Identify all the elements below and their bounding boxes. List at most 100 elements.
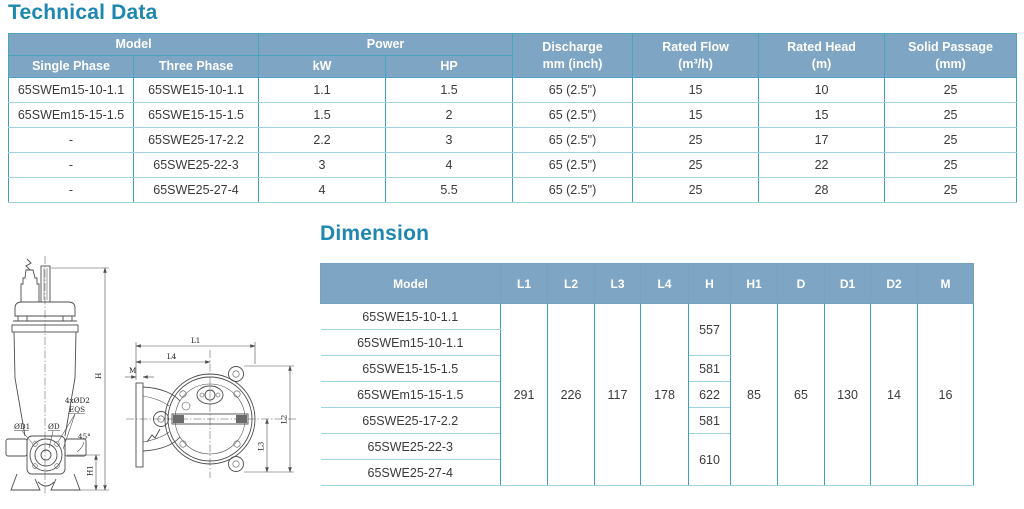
kw-cell: 1.5 <box>258 102 387 128</box>
pump-outline <box>5 256 87 496</box>
table-row: - 65SWE25-22-3 3 4 65 (2.5") 25 22 25 <box>8 152 1018 178</box>
discharge-cell: 65 (2.5") <box>512 177 634 203</box>
single-phase-cell: - <box>8 152 134 178</box>
table-row: 65SWE25-17-2.2 581 <box>320 407 974 434</box>
rated-flow-cell: 15 <box>632 102 760 128</box>
model-cell: 65SWEm15-15-1.5 <box>320 381 501 408</box>
l3-cell: 117 <box>594 303 641 486</box>
l1-dim-label: L1 <box>191 336 200 345</box>
bolt-hole <box>179 390 187 398</box>
bolt-hole <box>32 441 38 447</box>
d-dim-label: ØD <box>48 422 60 431</box>
dim-h-header: H <box>688 263 731 304</box>
pump-side-view-drawing: H H1 4xØD2 EQS ØD1 ØD 45° <box>5 256 109 496</box>
mounting-lug <box>153 411 169 427</box>
dim-header-row: Model L1 L2 L3 L4 H H1 D D1 D2 M <box>320 263 974 304</box>
rated-flow-cell: 15 <box>632 77 760 103</box>
table-row: - 65SWE25-27-4 4 5.5 65 (2.5") 25 28 25 <box>8 177 1018 203</box>
single-phase-cell: - <box>8 177 134 203</box>
hp-cell: 5.5 <box>385 177 514 203</box>
rated-head-cell: 15 <box>758 102 886 128</box>
solid-passage-cell: 25 <box>884 152 1018 178</box>
bolt-hole <box>32 463 38 469</box>
volute-dimensions: L1 L4 M L2 L3 <box>125 336 294 473</box>
mounting-lug <box>228 366 244 382</box>
h-cell: 581 <box>688 355 731 382</box>
discharge-flange <box>26 435 66 475</box>
bolt-hole <box>54 441 60 447</box>
bolt-hole <box>233 440 241 448</box>
three-phase-cell: 65SWE25-22-3 <box>132 152 260 178</box>
rated-flow-header: Rated Flow (m³/h) <box>632 33 760 78</box>
surface-mark <box>146 428 161 443</box>
rated-head-cell: 28 <box>758 177 886 203</box>
table-row: 65SWEm15-15-1.5 65SWE15-15-1.5 1.5 2 65 … <box>8 102 1018 128</box>
h-cell: 622 <box>688 381 731 408</box>
solid-passage-header: Solid Passage (mm) <box>884 33 1018 78</box>
dimension-table: Model L1 L2 L3 L4 H H1 D D1 D2 M 65SWE15… <box>320 263 974 486</box>
volute-outline <box>126 350 298 478</box>
tech-header-row-2: Single Phase Three Phase kW HP <box>8 55 1017 78</box>
table-row: 65SWEm15-10-1.1 65SWE15-10-1.1 1.1 1.5 6… <box>8 77 1018 103</box>
hp-cell: 1.5 <box>385 77 514 103</box>
mounting-lug <box>228 456 244 472</box>
l2-cell: 226 <box>547 303 595 486</box>
hp-cell: 3 <box>385 127 514 153</box>
table-row: - 65SWE25-17-2.2 2.2 3 65 (2.5") 25 17 2… <box>8 127 1018 153</box>
cable-boss <box>196 385 224 405</box>
solid-passage-cell: 25 <box>884 77 1018 103</box>
model-cell: 65SWE25-27-4 <box>320 459 501 486</box>
h-dim-label: H <box>94 373 103 379</box>
model-cell: 65SWE25-22-3 <box>320 433 501 460</box>
power-group-header: Power <box>258 33 514 56</box>
h-cell: 581 <box>688 407 731 434</box>
rated-head-cell: 10 <box>758 77 886 103</box>
kw-header: kW <box>258 55 387 78</box>
l2-dim-label: L2 <box>280 415 289 424</box>
dim-l2-header: L2 <box>547 263 595 304</box>
cable-gland <box>20 269 40 303</box>
bolt-hole <box>179 440 187 448</box>
model-group-header: Model <box>7 33 260 56</box>
three-phase-cell: 65SWE15-15-1.5 <box>132 102 260 128</box>
solid-passage-cell: 25 <box>884 102 1018 128</box>
dimension-title: Dimension <box>320 222 430 245</box>
solid-passage-cell: 25 <box>884 127 1018 153</box>
hp-cell: 4 <box>385 152 514 178</box>
hp-header: HP <box>385 55 514 78</box>
d2-cell: 14 <box>870 303 918 486</box>
suction-flange <box>135 382 144 468</box>
rated-flow-cell: 25 <box>632 127 760 153</box>
rated-flow-cell: 25 <box>632 177 760 203</box>
bar-end-block <box>173 415 184 423</box>
kw-cell: 3 <box>258 152 387 178</box>
l3-dim-label: L3 <box>257 441 266 451</box>
angle-label: 45° <box>78 432 91 441</box>
rated-flow-cell: 25 <box>632 152 760 178</box>
three-phase-cell: 65SWE15-10-1.1 <box>132 77 260 103</box>
three-phase-header: Three Phase <box>132 55 260 78</box>
three-phase-cell: 65SWE25-27-4 <box>132 177 260 203</box>
left-foot <box>5 438 28 457</box>
lifting-handle <box>40 265 51 303</box>
dim-d2-header: D2 <box>870 263 918 304</box>
single-phase-cell: 65SWEm15-10-1.1 <box>8 77 134 103</box>
discharge-cell: 65 (2.5") <box>512 152 634 178</box>
rated-head-header: Rated Head (m) <box>758 33 886 78</box>
cable-wire <box>25 258 32 271</box>
pump-dimensions: H H1 4xØD2 EQS ØD1 ØD 45° <box>14 267 109 491</box>
bar-end-block <box>236 415 247 423</box>
d2-dim-label: 4xØD2 <box>65 396 90 405</box>
single-phase-cell: - <box>8 127 134 153</box>
rated-head-cell: 22 <box>758 152 886 178</box>
right-leg <box>50 473 81 491</box>
solid-passage-cell: 25 <box>884 177 1018 203</box>
discharge-cell: 65 (2.5") <box>512 102 634 128</box>
d-cell: 65 <box>777 303 825 486</box>
l4-cell: 178 <box>640 303 689 486</box>
tech-header-row-1: Model Power Discharge mm (inch) Rated Fl… <box>7 33 1018 78</box>
technical-data-title: Technical Data <box>8 1 158 24</box>
h1-cell: 85 <box>730 303 778 486</box>
kw-cell: 1.1 <box>258 77 387 103</box>
model-cell: 65SWE15-10-1.1 <box>320 303 501 330</box>
